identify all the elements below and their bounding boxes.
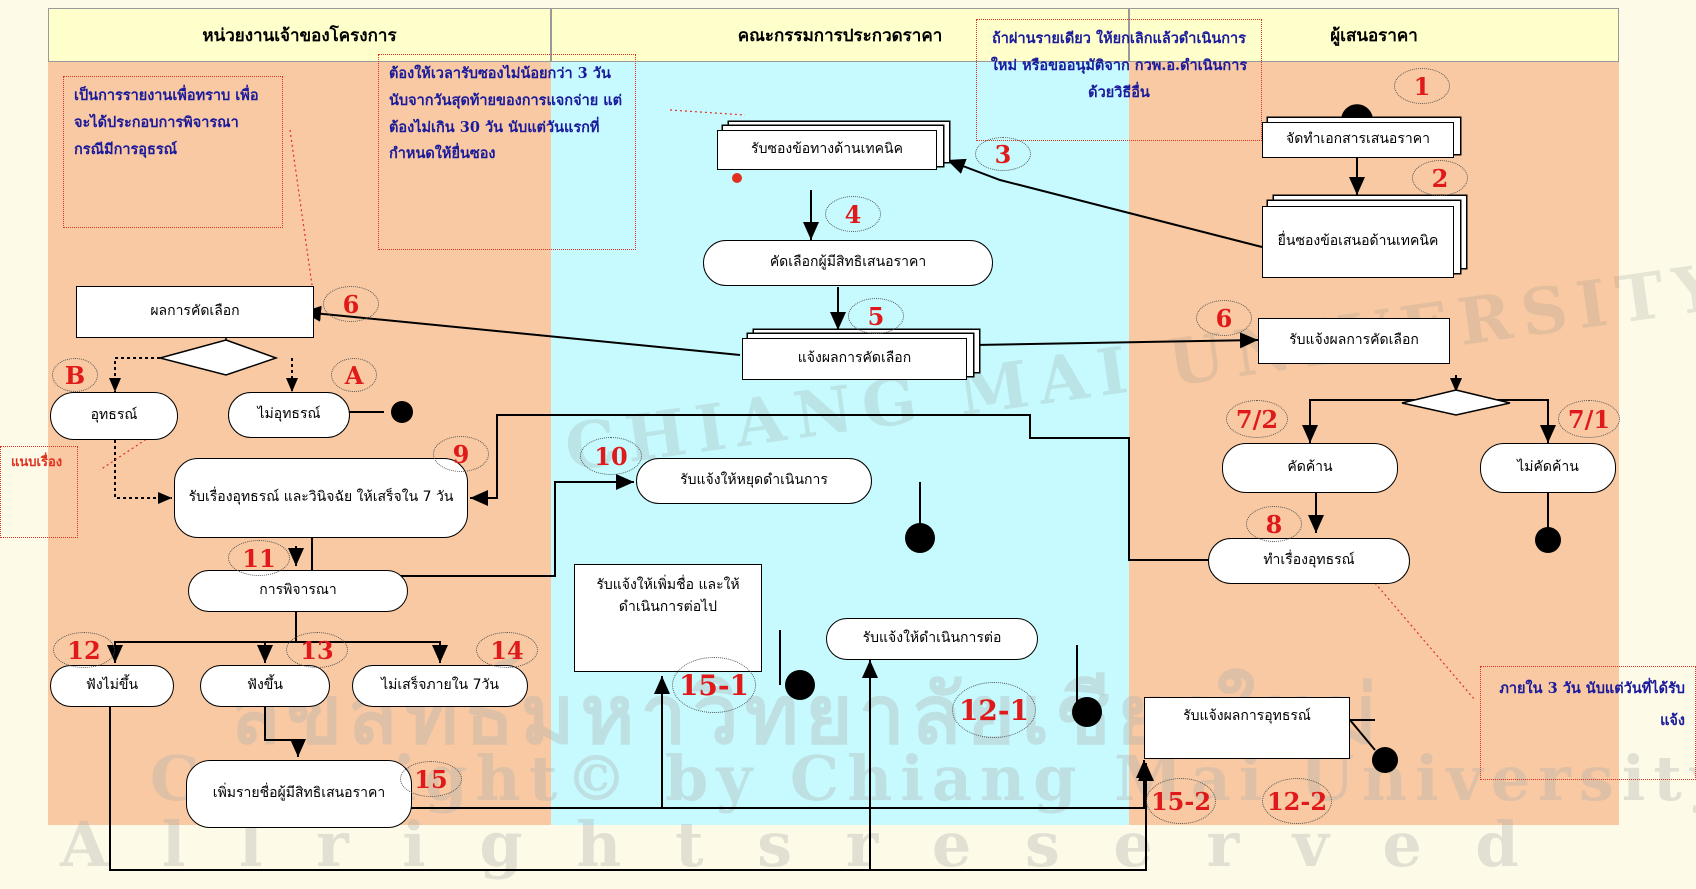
node-add-bidder: เพิ่มรายชื่อผู้มีสิทธิเสนอราคา: [186, 760, 412, 828]
step-13: 13: [286, 632, 348, 668]
node-make-appeal: ทำเรื่องอุทธรณ์: [1208, 538, 1410, 584]
node-appeal: อุทธรณ์: [50, 392, 178, 440]
step-15: 15: [400, 761, 462, 797]
step-6-bidder: 6: [1196, 300, 1252, 336]
note-within-3-days: ภายใน 3 วัน นับแต่วันที่ได้รับแจ้ง: [1480, 666, 1696, 780]
node-stop-notice: รับแจ้งให้หยุดดำเนินการ: [636, 458, 872, 504]
step-12: 12: [53, 632, 115, 668]
node-object: คัดค้าน: [1222, 443, 1398, 493]
step-A: A: [331, 358, 377, 392]
step-2: 2: [1412, 160, 1468, 196]
lane-owner-title: หน่วยงานเจ้าของโครงการ: [48, 8, 551, 62]
step-8: 8: [1246, 506, 1302, 542]
node-select-bidders: คัดเลือกผู้มีสิทธิเสนอราคา: [703, 240, 993, 286]
step-15-2: 15-2: [1146, 778, 1216, 824]
step-1: 1: [1394, 68, 1450, 104]
step-10: 10: [580, 437, 642, 475]
node-selection-result: ผลการคัดเลือก: [76, 286, 314, 338]
node-not-upheld: ฟังไม่ขึ้น: [50, 665, 174, 707]
step-5: 5: [848, 298, 904, 334]
step-7-2: 7/2: [1226, 400, 1288, 438]
note-owner-report: เป็นการรายงานเพื่อทราบ เพื่อจะได้ประกอบก…: [63, 76, 283, 228]
step-3: 3: [975, 137, 1031, 171]
node-no-object: ไม่คัดค้าน: [1480, 443, 1616, 493]
lane-bidder-title: ผู้เสนอราคา: [1129, 8, 1619, 62]
node-continue-notice: รับแจ้งให้ดำเนินการต่อ: [826, 618, 1038, 660]
step-12-2: 12-2: [1262, 778, 1332, 824]
step-9: 9: [433, 436, 489, 472]
note-attach: แนบเรื่อง: [0, 446, 78, 538]
note-single-bidder: ถ้าผ่านรายเดียว ให้ยกเลิกแล้วดำเนินการให…: [976, 19, 1262, 141]
node-receive-appeal: รับเรื่องอุทธรณ์ และวินิจฉัย ให้เสร็จใน …: [174, 458, 468, 538]
node-not-done-7: ไม่เสร็จภายใน 7วัน: [352, 665, 528, 707]
node-receive-notice: รับแจ้งผลการคัดเลือก: [1258, 318, 1450, 364]
step-6-owner: 6: [323, 286, 379, 322]
node-consider: การพิจารณา: [188, 570, 408, 612]
node-upheld: ฟังขึ้น: [200, 665, 330, 707]
note-time-window: ต้องให้เวลารับซองไม่น้อยกว่า 3 วัน นับจา…: [378, 54, 636, 250]
node-appeal-result: รับแจ้งผลการอุทธรณ์: [1144, 697, 1350, 759]
node-add-name-notice: รับแจ้งให้เพิ่มชื่อ และให้ดำเนินการต่อไป: [574, 564, 762, 672]
step-11: 11: [228, 540, 290, 576]
node-submit-tech: ยื่นซองข้อเสนอด้านเทคนิค: [1262, 206, 1454, 278]
node-prepare-bid: จัดทำเอกสารเสนอราคา: [1262, 122, 1454, 158]
node-receive-tech: รับซองข้อทางด้านเทคนิค: [717, 130, 937, 170]
step-12-1: 12-1: [952, 682, 1036, 738]
node-no-appeal: ไม่อุทธรณ์: [228, 392, 350, 438]
step-15-1: 15-1: [672, 657, 756, 713]
step-14: 14: [476, 632, 538, 668]
lane-committee-title: คณะกรรมการประกวดราคา: [551, 8, 1129, 62]
step-4: 4: [825, 196, 881, 232]
step-B: B: [52, 358, 98, 392]
step-7-1: 7/1: [1558, 400, 1620, 438]
node-notify-result: แจ้งผลการคัดเลือก: [742, 338, 967, 380]
